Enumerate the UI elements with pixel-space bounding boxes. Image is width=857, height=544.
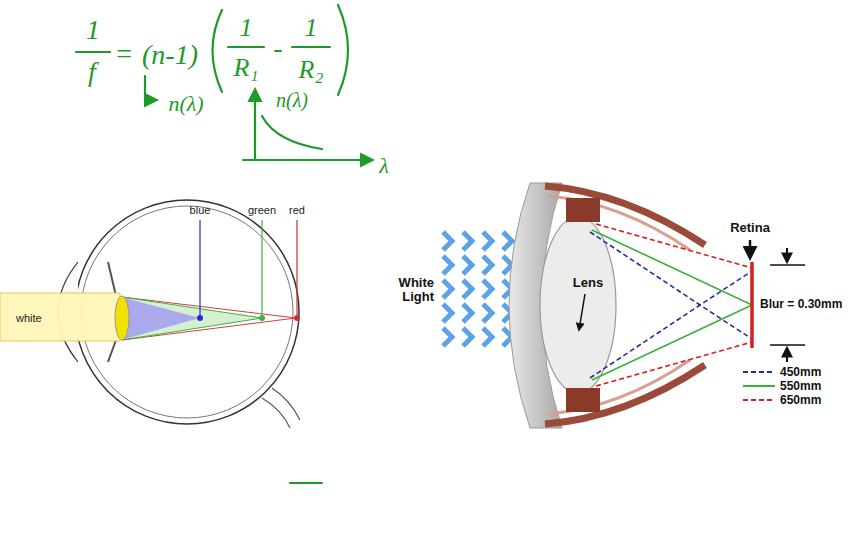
function-label: n(λ) bbox=[168, 92, 203, 116]
axis-label: λ bbox=[379, 154, 389, 178]
equation-term: (n-1) bbox=[142, 40, 198, 71]
part-label: Retina bbox=[730, 221, 770, 235]
equation-term: R₂ bbox=[299, 56, 324, 85]
legend-line bbox=[743, 385, 775, 387]
color-label: green bbox=[248, 204, 276, 216]
legend-row: 550mm bbox=[742, 378, 821, 394]
part-label: Lens bbox=[573, 276, 603, 290]
equation-sign: = bbox=[115, 39, 134, 70]
equation-sign: - bbox=[273, 33, 282, 64]
legend-swatch bbox=[742, 364, 776, 380]
left-eye bbox=[0, 200, 300, 428]
equation-term: f bbox=[88, 57, 96, 88]
dimension-label: Blur = 0.30mm bbox=[760, 298, 842, 311]
legend-line bbox=[743, 371, 775, 373]
legend-row: 650mm bbox=[742, 392, 821, 408]
legend-text: 650mm bbox=[780, 393, 821, 407]
right-eye bbox=[443, 183, 805, 428]
equation-term: 1 bbox=[305, 14, 318, 43]
color-label: red bbox=[289, 204, 305, 216]
legend-row: 450mm bbox=[742, 364, 821, 380]
color-label: blue bbox=[190, 204, 211, 216]
legend-swatch bbox=[742, 378, 776, 394]
legend-swatch bbox=[742, 392, 776, 408]
beam-label: white bbox=[16, 312, 42, 324]
equation-term: 1 bbox=[240, 14, 253, 43]
equation-term: R₁ bbox=[234, 54, 259, 83]
legend-line bbox=[743, 399, 775, 401]
equation-term: 1 bbox=[86, 15, 100, 46]
legend-text: 450mm bbox=[780, 365, 821, 379]
light-label: White Light bbox=[386, 276, 434, 305]
curve-label: n(λ) bbox=[276, 89, 308, 111]
equation-strokes bbox=[76, 5, 372, 483]
legend-text: 550mm bbox=[780, 379, 821, 393]
